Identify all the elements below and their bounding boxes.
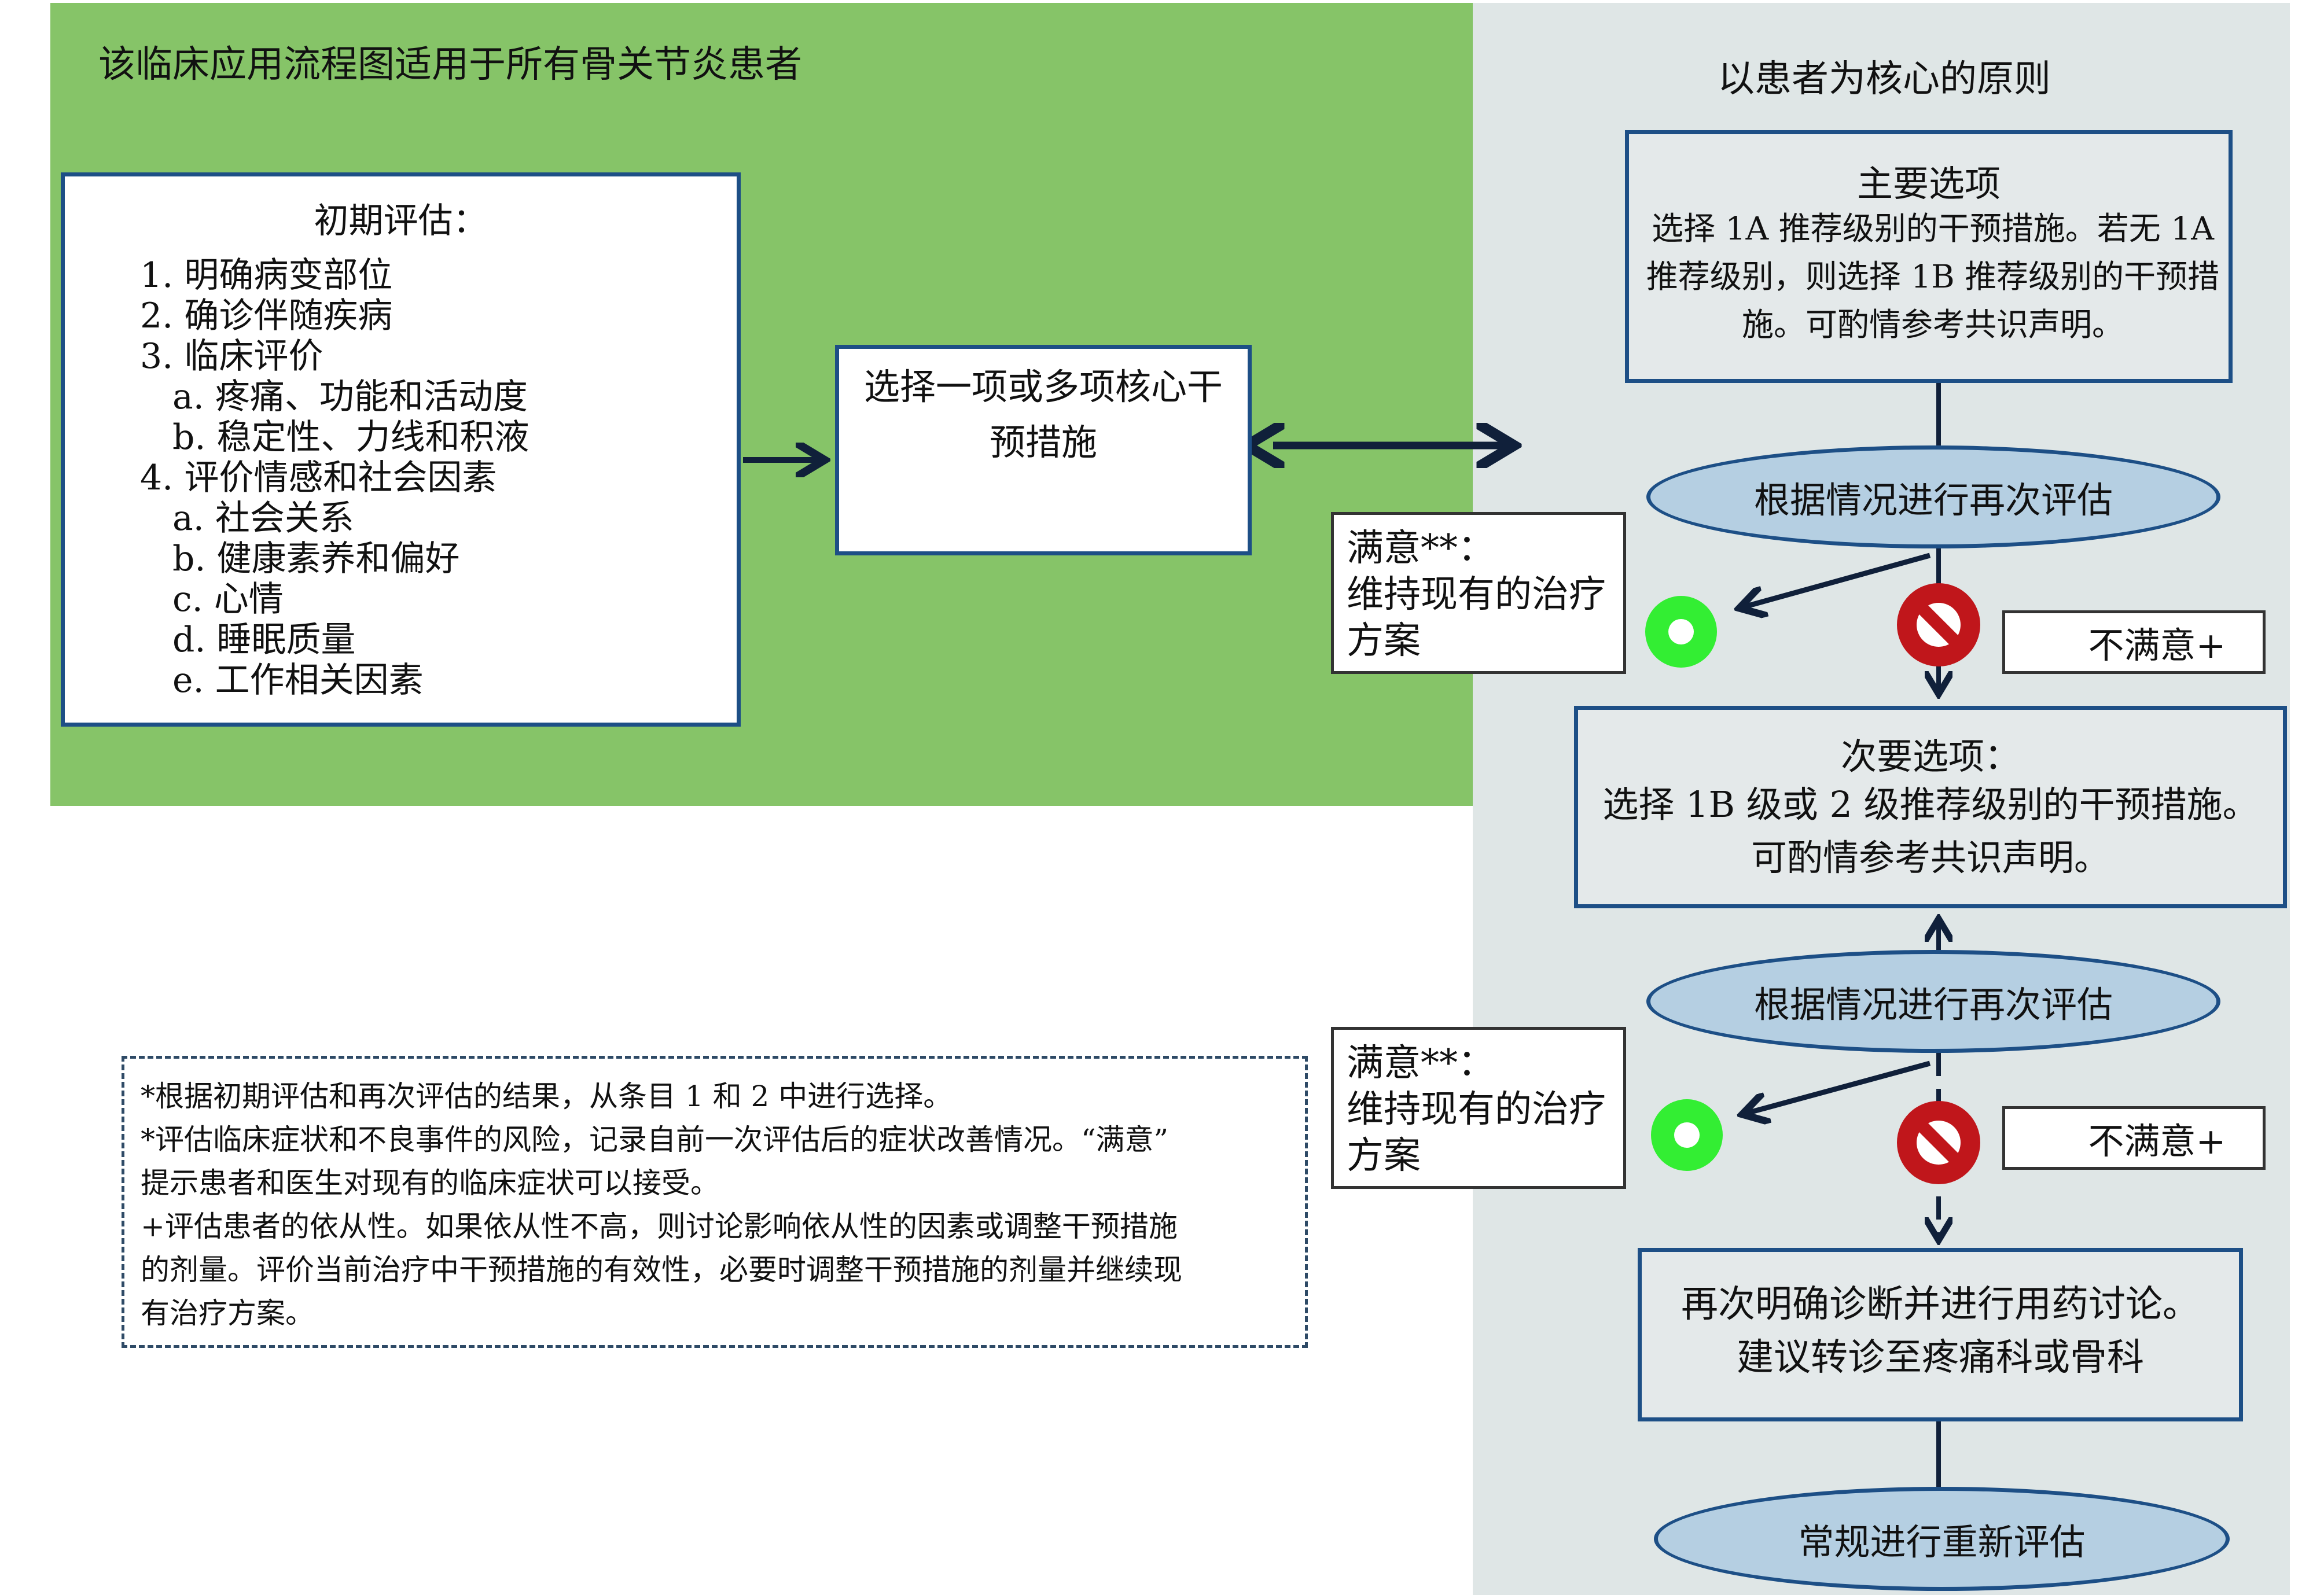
gray-panel-title: 以患者为核心的原则 bbox=[1718, 58, 2051, 101]
secondary-option-line: 选择 1B 级或 2 级推荐级别的干预措施。 bbox=[1602, 783, 2259, 826]
unsatisfied-box-1: 不满意+ bbox=[2002, 610, 2266, 674]
footnote-line: 的剂量。评价当前治疗中干预措施的有效性，必要时调整干预措施的剂量并继续现 bbox=[141, 1253, 1182, 1287]
core-intervention-box: 选择一项或多项核心干预措施 bbox=[835, 345, 1252, 555]
reassess-oval-2: 根据情况进行再次评估 bbox=[1646, 950, 2220, 1053]
secondary-option-text: 选择 1B 级或 2 级推荐级别的干预措施。 可酌情参考共识声明。 bbox=[1578, 778, 2283, 885]
secondary-option-title: 次要选项： bbox=[1840, 735, 2020, 778]
satisfied-text: 维持现有的治疗 bbox=[1347, 573, 1606, 616]
satisfied-text: 方案 bbox=[1347, 620, 1421, 662]
green-panel-title: 该临床应用流程图适用于所有骨关节炎患者 bbox=[98, 43, 802, 86]
satisfied-label: 满意**： bbox=[1347, 527, 1495, 570]
secondary-option-line: 可酌情参考共识声明。 bbox=[1751, 837, 2110, 879]
reassess-oval-1: 根据情况进行再次评估 bbox=[1646, 445, 2220, 548]
check-circle-icon bbox=[1645, 596, 1717, 668]
satisfied-box-1: 满意**： 维持现有的治疗 方案 bbox=[1331, 512, 1626, 674]
list-item: b. 健康素养和偏好 bbox=[172, 539, 460, 579]
initial-assessment-list: 1. 明确病变部位 2. 确诊伴随疾病 3. 临床评价 a. 疼痛、功能和活动度… bbox=[140, 255, 529, 701]
footnote-line: *根据初期评估和再次评估的结果，从条目 1 和 2 中进行选择。 bbox=[141, 1080, 953, 1113]
footnotes-box: *根据初期评估和再次评估的结果，从条目 1 和 2 中进行选择。 *评估临床症状… bbox=[122, 1056, 1308, 1348]
arrow-reassess1-to-satisfied bbox=[1742, 552, 1931, 607]
footnote-line: +评估患者的依从性。如果依从性不高，则讨论影响依从性的因素或调整干预措施 bbox=[141, 1210, 1178, 1243]
satisfied-box-2: 满意**： 维持现有的治疗 方案 bbox=[1331, 1027, 1626, 1189]
list-item: c. 心情 bbox=[172, 579, 284, 620]
footnote-line: 有治疗方案。 bbox=[141, 1296, 314, 1330]
secondary-option-box: 次要选项： 选择 1B 级或 2 级推荐级别的干预措施。 可酌情参考共识声明。 bbox=[1574, 706, 2287, 908]
check-circle-icon bbox=[1651, 1099, 1723, 1171]
satisfied-label: 满意**： bbox=[1347, 1042, 1495, 1085]
arrow-reassess2-to-satisfied bbox=[1745, 1060, 1931, 1114]
initial-assessment-title: 初期评估： bbox=[314, 201, 488, 241]
list-item: 2. 确诊伴随疾病 bbox=[140, 296, 393, 336]
list-item: 4. 评价情感和社会因素 bbox=[140, 458, 497, 498]
list-item: d. 睡眠质量 bbox=[172, 620, 356, 660]
routine-reassess-oval: 常规进行重新评估 bbox=[1654, 1487, 2230, 1591]
satisfied-text: 维持现有的治疗 bbox=[1347, 1088, 1606, 1131]
primary-option-text: 选择 1A 推荐级别的干预措施。若无 1A 推荐级别，则选择 1B 推荐级别的干… bbox=[1646, 210, 2220, 343]
list-item: e. 工作相关因素 bbox=[172, 660, 424, 701]
satisfied-text: 方案 bbox=[1347, 1134, 1421, 1177]
list-item: 3. 临床评价 bbox=[140, 336, 323, 377]
prohibition-icon bbox=[1897, 1101, 1980, 1184]
rediagnosis-line: 建议转诊至疼痛科或骨科 bbox=[1737, 1336, 2144, 1379]
rediagnosis-line: 再次明确诊断并进行用药讨论。 bbox=[1681, 1283, 2200, 1326]
unsatisfied-box-2: 不满意+ bbox=[2002, 1106, 2266, 1170]
primary-option-box: 主要选项 选择 1A 推荐级别的干预措施。若无 1A 推荐级别，则选择 1B 推… bbox=[1625, 130, 2233, 383]
list-item: b. 稳定性、力线和积液 bbox=[172, 417, 529, 458]
footnote-line: *评估临床症状和不良事件的风险，记录自前一次评估后的症状改善情况。“满意” bbox=[141, 1123, 1169, 1156]
footnote-line: 提示患者和医生对现有的临床症状可以接受。 bbox=[141, 1166, 719, 1200]
list-item: a. 社会关系 bbox=[172, 498, 354, 539]
prohibition-icon bbox=[1897, 583, 1980, 666]
primary-option-title: 主要选项 bbox=[1856, 163, 2001, 205]
rediagnosis-box: 再次明确诊断并进行用药讨论。 建议转诊至疼痛科或骨科 bbox=[1638, 1248, 2243, 1421]
list-item: 1. 明确病变部位 bbox=[140, 255, 393, 296]
list-item: a. 疼痛、功能和活动度 bbox=[172, 377, 528, 417]
initial-assessment-box: 初期评估： 1. 明确病变部位 2. 确诊伴随疾病 3. 临床评价 a. 疼痛、… bbox=[61, 172, 741, 727]
